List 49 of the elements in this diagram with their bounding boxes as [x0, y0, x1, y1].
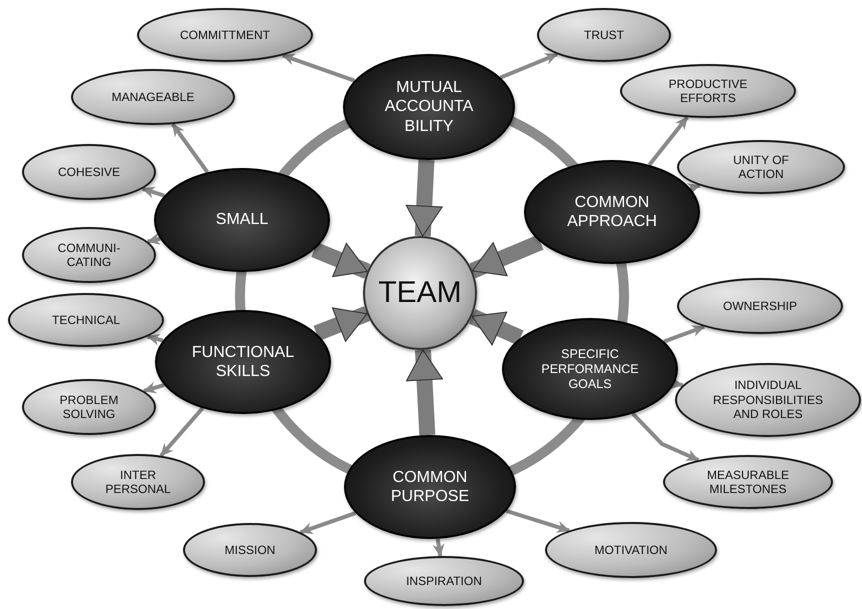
ellipse-node	[8, 293, 164, 347]
node-label: COMMUNI- CATING	[56, 240, 122, 270]
node-label: INTER PERSONAL	[104, 468, 172, 496]
dark-ellipse	[502, 318, 678, 420]
arrow	[171, 123, 210, 174]
node-label: COMMON PURPOSE	[390, 468, 470, 506]
arrow	[406, 160, 443, 237]
arrow	[146, 233, 161, 245]
node-label: INDIVIDUAL RESPONSIBILITIES AND ROLES	[712, 378, 824, 422]
arrow	[648, 116, 689, 166]
node-label: COHESIVE	[58, 164, 120, 180]
ellipse-node	[22, 227, 156, 283]
node-label: MOTIVATION	[594, 542, 668, 558]
node-label: INSPIRATION	[406, 574, 482, 588]
arrow	[469, 234, 544, 278]
arrow	[142, 382, 165, 394]
arrow	[506, 509, 570, 533]
node-label: SPECIFIC PERFORMANCE GOALS	[540, 346, 640, 392]
node-label: PRODUCTIVE EFFORTS	[668, 76, 748, 106]
node-label: MEASURABLE MILESTONES	[706, 468, 790, 496]
node-label: COMMON APPROACH	[566, 192, 658, 232]
dark-ellipse	[154, 168, 330, 272]
node-label: UNITY OF ACTION	[732, 152, 790, 182]
arrow	[146, 334, 164, 346]
node-label: MUTUAL ACCOUNTA BILITY	[384, 78, 474, 136]
arrow	[311, 242, 370, 279]
arrow	[142, 186, 165, 198]
arrow	[300, 511, 356, 534]
node-label: COMMITTMENT	[180, 28, 270, 42]
node-label: OWNERSHIP	[722, 298, 797, 314]
arrow	[282, 54, 356, 83]
node-label: TECHNICAL	[52, 312, 120, 328]
arrow	[500, 52, 558, 80]
node-label: TRUST	[584, 28, 624, 42]
node-label: SMALL	[216, 210, 268, 230]
node-label: MANAGEABLE	[112, 90, 194, 104]
ellipse-node	[22, 144, 156, 200]
node-label: TEAM	[378, 275, 462, 311]
node-label: PROBLEM SOLVING	[58, 392, 120, 422]
arrow	[406, 349, 443, 436]
ellipse-node	[183, 523, 317, 577]
arrow	[432, 538, 444, 558]
arrow	[663, 324, 706, 344]
arrow	[468, 308, 524, 346]
center-circle	[363, 236, 477, 350]
ellipse-node	[22, 379, 156, 435]
arrow	[314, 306, 370, 342]
node-label: MISSION	[224, 542, 276, 558]
node-label: FUNCTIONAL SKILLS	[190, 342, 296, 382]
